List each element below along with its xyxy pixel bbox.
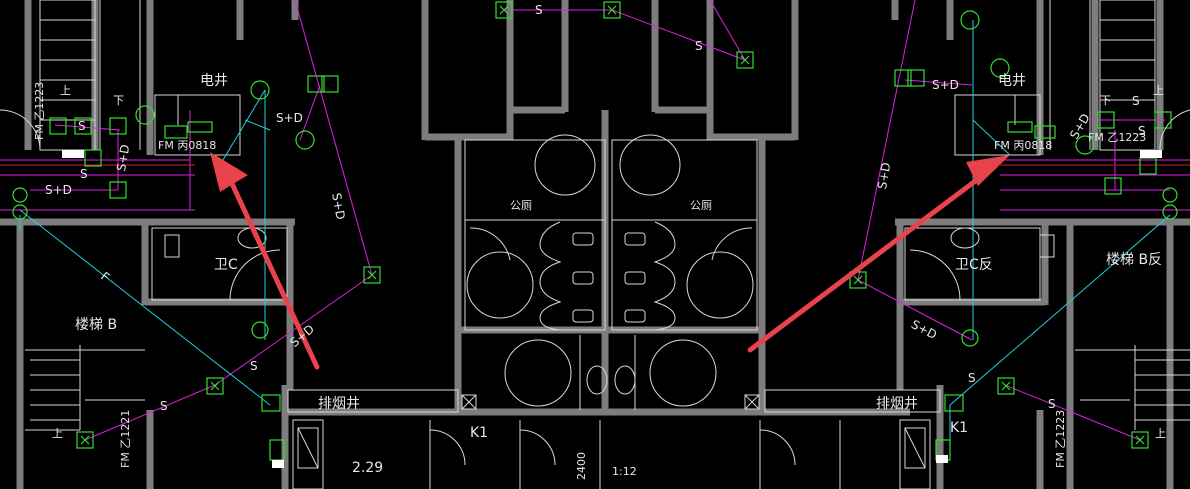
label-door-left-bottom: FM 乙1221 [119, 409, 132, 468]
label-door-right-mid: FM 丙0818 [994, 139, 1053, 152]
label-k1-left: K1 [470, 425, 489, 441]
label-stair-up-right: 上 [1153, 84, 1164, 97]
wire-label-s-top: S [535, 3, 543, 17]
wire-label-s-right-b: S [1132, 94, 1140, 108]
label-door-left-mid: FM 丙0818 [158, 139, 217, 152]
wire-label-s-bottom-left: S [968, 371, 976, 385]
label-dim-112: 1:12 [612, 465, 637, 478]
label-door-left-top: FM 乙1223 [33, 81, 46, 140]
label-stair-down-right: 下 [1100, 94, 1111, 107]
label-stair-up-left2: 上 [52, 427, 63, 440]
wire-label-s-left-b: S [80, 167, 88, 181]
label-stair-up-left: 上 [60, 84, 71, 97]
wire-label-s-right-a: S [1138, 124, 1146, 138]
wire-label-s-right-c: S [1048, 397, 1056, 411]
wire-label-s-top2: S [695, 39, 703, 53]
devices [12, 1, 1178, 461]
label-wc-right: 卫C反 [955, 257, 993, 273]
label-elec-shaft-left: 电井 [200, 73, 228, 89]
annotation-arrow-right [747, 167, 993, 353]
wire-label-s-left-c: S [160, 399, 168, 413]
label-wc-left: 卫C [214, 257, 238, 273]
wires-magenta [0, 0, 1190, 441]
device-white-blocks [62, 150, 1162, 468]
annotation-arrowhead-left [210, 152, 248, 192]
label-stair-right: 楼梯 B反 [1106, 252, 1163, 268]
wire-label-s-left-a: S [78, 119, 86, 133]
label-k1-right: K1 [950, 420, 969, 436]
annotation-arrow-left [225, 172, 320, 370]
label-public-toilet-left: 公厕 [510, 199, 532, 212]
label-stair-down-left: 下 [113, 94, 124, 107]
annotation-arrowhead-right [966, 155, 1010, 186]
wire-label-sd-right-a: S+D [932, 78, 959, 92]
label-dim-229: 2.29 [352, 460, 384, 476]
label-public-toilet-right: 公厕 [690, 199, 712, 212]
annotation-arrows [210, 152, 1010, 370]
wire-label-s-left-d: S [250, 359, 258, 373]
label-smoke-shaft-left: 排烟井 [318, 396, 360, 412]
wires-cyan [19, 20, 1171, 440]
label-dim-2400: 2400 [575, 452, 588, 480]
wire-label-sd-left-b: S+D [276, 111, 303, 125]
label-smoke-shaft-right: 排烟井 [876, 396, 918, 412]
label-stair-left: 楼梯 B [75, 317, 118, 333]
label-stair-up-right2: 上 [1155, 427, 1166, 440]
label-door-right-top: FM 乙1223 [1088, 131, 1147, 144]
wire-label-sd-left-a: S+D [45, 183, 72, 197]
label-door-right-bottom: FM 乙1223 [1054, 409, 1067, 468]
label-elec-shaft-right: 电井 [998, 73, 1026, 89]
